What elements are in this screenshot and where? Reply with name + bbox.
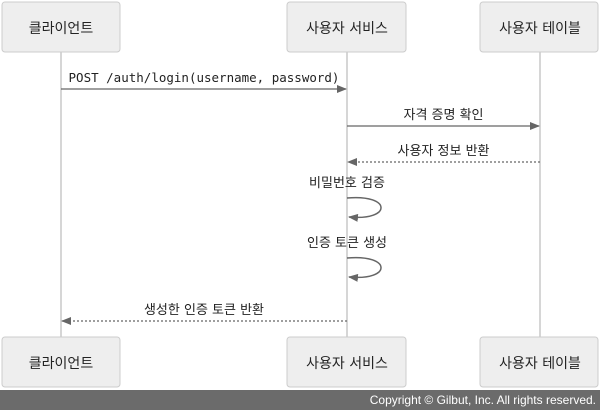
message-label: 비밀번호 검증	[309, 176, 385, 191]
participant-box-top	[286, 1, 407, 53]
message-label: 생성한 인증 토큰 반환	[144, 303, 264, 318]
participant-label-bottom: 사용자 서비스	[306, 356, 388, 372]
participant-box-top	[1, 1, 121, 53]
message-label: 인증 토큰 생성	[307, 236, 387, 251]
self-message-arrow	[346, 196, 382, 222]
participant-box-top	[479, 1, 599, 53]
message-label: 사용자 정보 반환	[398, 144, 490, 159]
message-label: POST /auth/login(username, password)	[69, 70, 340, 85]
message-label: 자격 증명 확인	[403, 108, 483, 123]
participant-label-top: 사용자 테이블	[499, 21, 581, 37]
participant-box-bottom	[1, 336, 121, 388]
participant-box-bottom	[479, 336, 599, 388]
copyright-footer: Copyright © Gilbut, Inc. All rights rese…	[0, 390, 600, 410]
participant-label-bottom: 클라이언트	[29, 356, 94, 372]
participant-box-bottom	[286, 336, 407, 388]
participant-label-bottom: 사용자 테이블	[499, 356, 581, 372]
participant-label-top: 사용자 서비스	[306, 21, 388, 37]
participant-label-top: 클라이언트	[29, 21, 94, 37]
self-message-arrow	[346, 256, 382, 282]
